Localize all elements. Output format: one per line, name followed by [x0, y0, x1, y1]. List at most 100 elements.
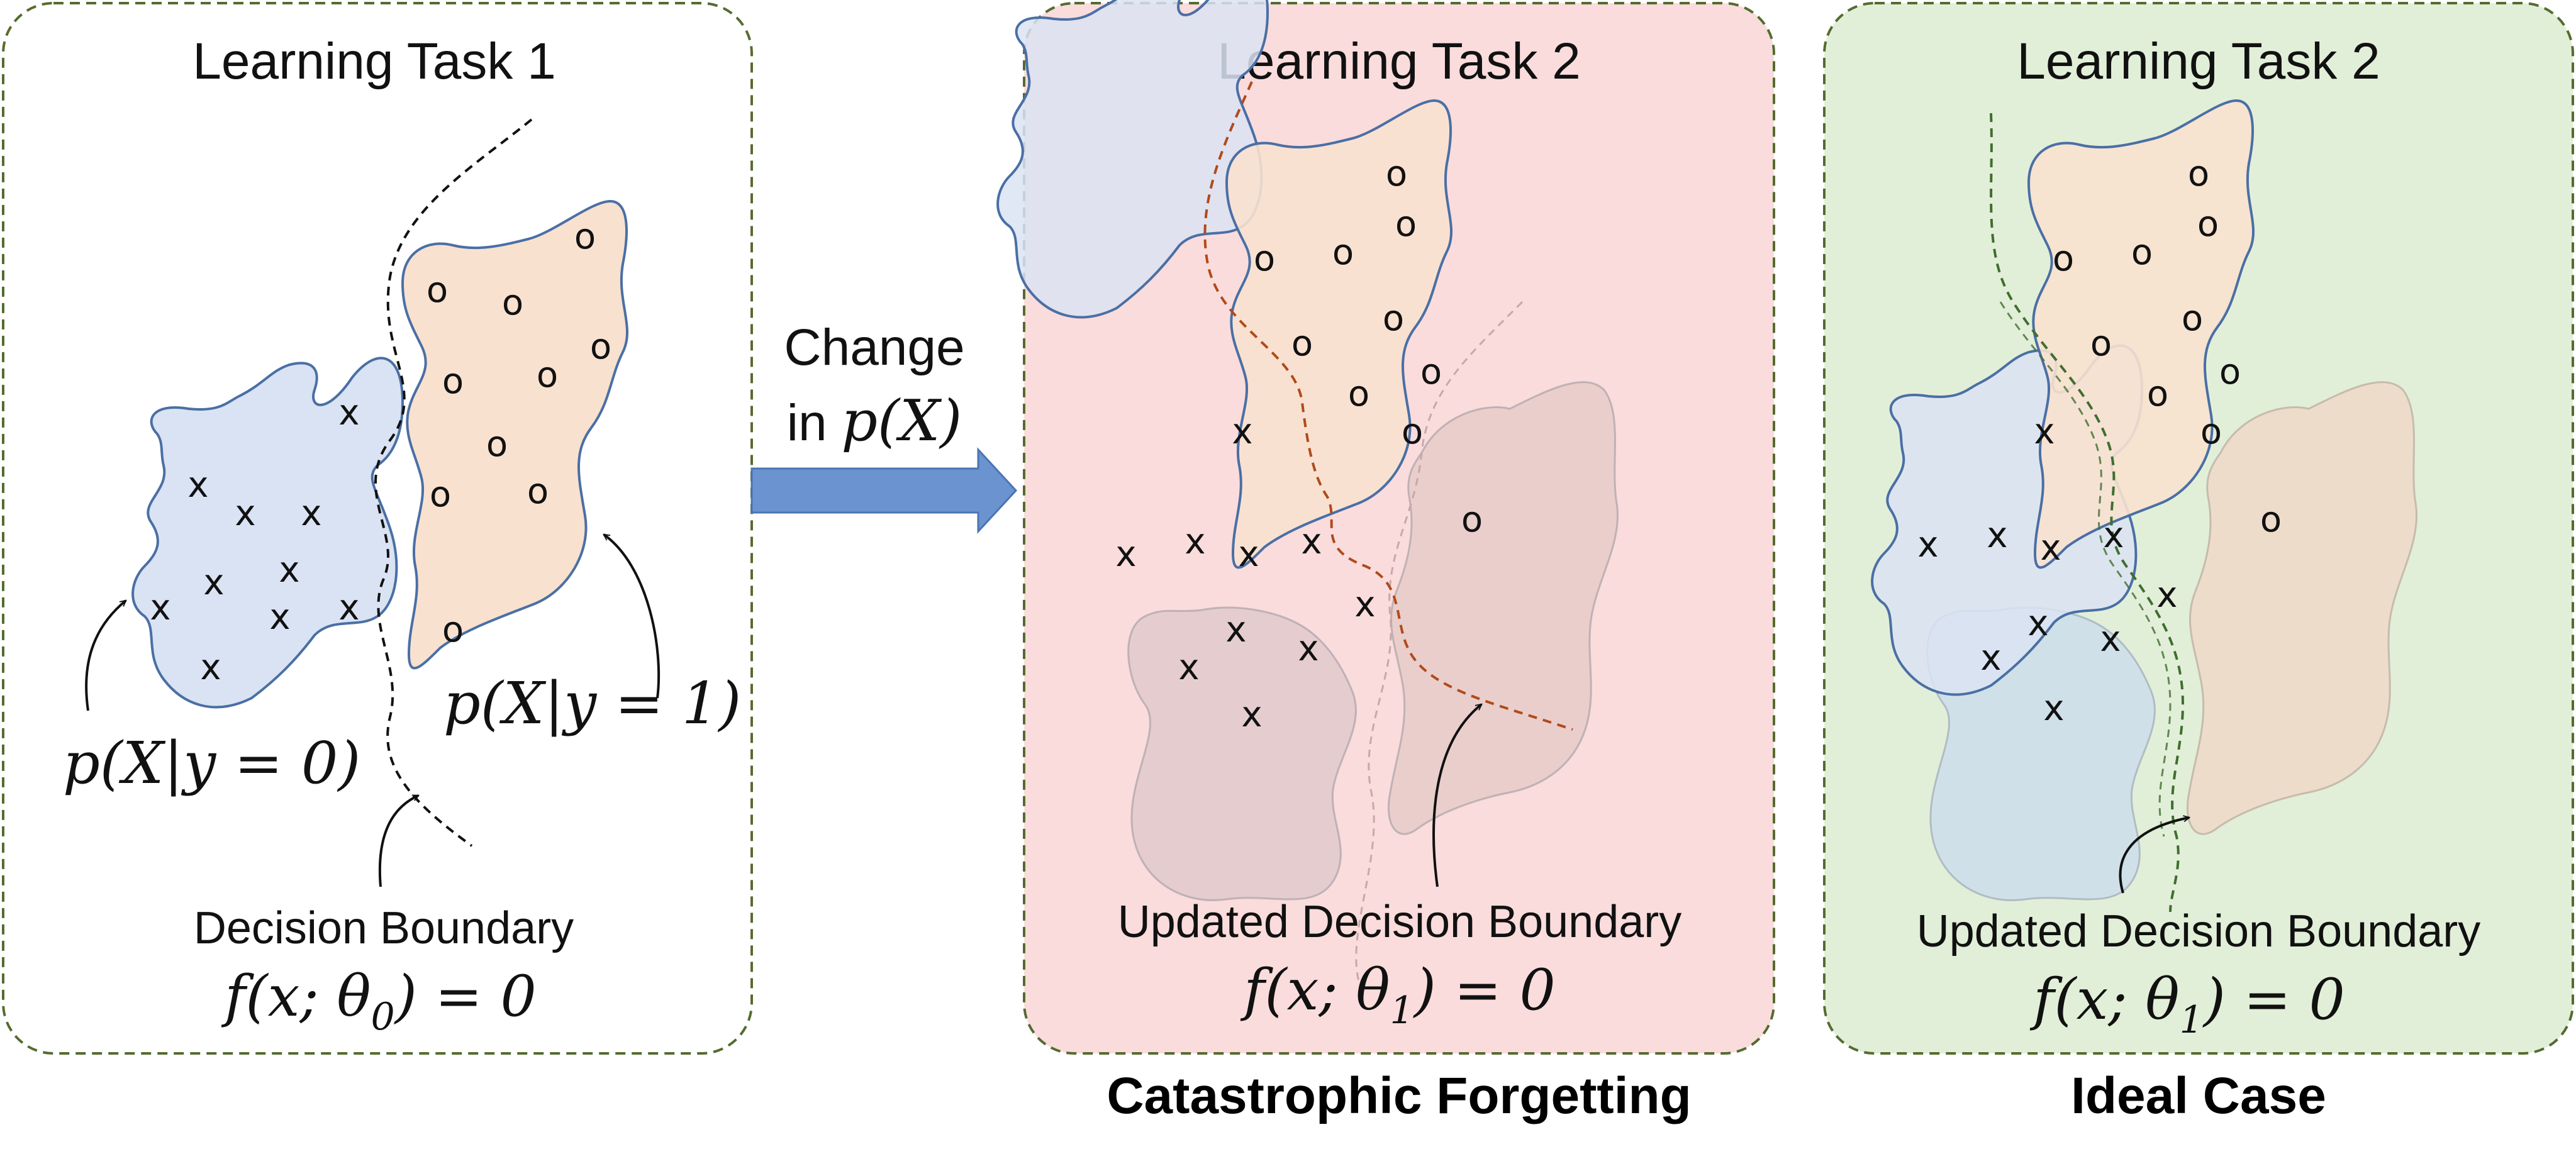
- o-marker: o: [574, 216, 596, 257]
- panel-task-2-forgetting: Learning Task 2 x x x x x x x x x x o o …: [996, 0, 1775, 1124]
- panel-task-1: Learning Task 1 x x x x x x x x x x o o …: [2, 2, 753, 1055]
- updated-decision-boundary-inner: [1999, 301, 2172, 837]
- o-marker: o: [2197, 204, 2219, 245]
- class-0-pointer-arrow: [85, 601, 126, 711]
- panel-2-title: Learning Task 2: [1217, 33, 1580, 90]
- x-marker: x: [338, 587, 359, 628]
- o-marker: o: [1386, 153, 1407, 194]
- o-marker: o: [2200, 411, 2222, 452]
- decision-boundary-line: [374, 118, 533, 847]
- x-marker: x: [1232, 411, 1252, 452]
- o-marker: o: [2090, 323, 2112, 364]
- boundary-pointer-arrow: [2119, 818, 2189, 894]
- updated-decision-boundary: [1203, 81, 1573, 731]
- old-decision-boundary: [1355, 301, 1524, 982]
- equation-prefix: f(x; θ: [221, 963, 371, 1029]
- x-marker: x: [203, 562, 224, 603]
- class-1-label: p(X|y = 1): [443, 670, 741, 737]
- x-marker: x: [2156, 575, 2177, 616]
- change-label: Change: [784, 319, 964, 376]
- o-marker: o: [2147, 374, 2168, 414]
- o-marker: o: [1383, 298, 1404, 339]
- o-marker: o: [1348, 374, 1369, 414]
- class-1-markers: o o o o o o o o o o: [427, 216, 611, 650]
- change-sublabel-prefix: in: [787, 394, 842, 452]
- x-marker: x: [1178, 647, 1199, 688]
- x-marker: x: [150, 587, 170, 628]
- x-marker: x: [2040, 528, 2061, 569]
- panel-task-2-ideal: Learning Task 2 x x x x x x x x x x o o …: [1823, 2, 2574, 1124]
- class-1-pointer-arrow: [604, 533, 661, 699]
- x-marker: x: [1238, 534, 1259, 575]
- class-0-label: p(X|y = 0): [63, 730, 360, 797]
- o-marker: o: [1395, 204, 1417, 245]
- caption-catastrophic-forgetting: Catastrophic Forgetting: [1107, 1067, 1691, 1124]
- x-marker: x: [1987, 515, 2007, 556]
- x-marker: x: [338, 392, 359, 433]
- equation-prefix: f(x; θ: [2029, 967, 2179, 1033]
- boundary-pointer-arrow: [378, 794, 418, 887]
- x-marker: x: [235, 493, 255, 534]
- new-class-0-markers: x x x x x x x x x x: [1115, 411, 1375, 735]
- x-marker: x: [2043, 688, 2064, 729]
- o-marker: o: [1332, 232, 1354, 273]
- o-marker: o: [2188, 153, 2209, 194]
- o-marker: o: [1291, 323, 1313, 364]
- equation-suffix: ) = 0: [1413, 957, 1556, 1023]
- x-marker: x: [2100, 619, 2121, 660]
- new-class-1-markers: o o o o o o o o o o: [1254, 153, 1483, 540]
- updated-boundary-equation: f(x; θ1) = 0: [1240, 957, 1555, 1033]
- equation-subscript: 0: [371, 995, 395, 1039]
- o-marker: o: [502, 282, 523, 323]
- panel-1-title: Learning Task 1: [192, 33, 555, 90]
- change-arrow: [750, 447, 1018, 534]
- o-marker: o: [590, 326, 611, 367]
- x-marker: x: [1980, 638, 2001, 679]
- o-marker: o: [2219, 352, 2241, 392]
- o-marker: o: [2131, 232, 2153, 273]
- o-marker: o: [1461, 499, 1483, 540]
- x-marker: x: [1185, 521, 1205, 562]
- o-marker: o: [1420, 352, 1442, 392]
- o-marker: o: [427, 270, 448, 311]
- updated-boundary-label: Updated Decision Boundary: [1917, 906, 2481, 957]
- x-marker: x: [200, 647, 221, 688]
- o-marker: o: [430, 474, 451, 515]
- x-marker: x: [1115, 534, 1136, 575]
- o-marker: o: [2182, 298, 2203, 339]
- updated-boundary-equation: f(x; θ1) = 0: [2029, 967, 2345, 1042]
- x-marker: x: [279, 550, 299, 591]
- o-marker: o: [527, 471, 549, 512]
- x-marker: x: [2034, 411, 2055, 452]
- boundary-equation: f(x; θ0) = 0: [221, 963, 536, 1039]
- panel-3-title: Learning Task 2: [2017, 33, 2380, 90]
- x-marker: x: [301, 493, 321, 534]
- x-marker: x: [1241, 694, 1262, 735]
- x-marker: x: [1917, 524, 1938, 565]
- x-marker: x: [2027, 603, 2048, 644]
- x-marker: x: [1225, 609, 1246, 650]
- equation-subscript: 1: [2180, 998, 2204, 1042]
- o-marker: o: [442, 609, 464, 650]
- o-marker: o: [442, 361, 464, 402]
- equation-prefix: f(x; θ: [1240, 957, 1390, 1023]
- class-0-markers: x x x x x x x x x x: [150, 392, 359, 688]
- new-class-0-markers: x x x x x x x x x x: [1917, 411, 2177, 729]
- equation-subscript: 1: [1390, 989, 1414, 1033]
- equation-suffix: ) = 0: [2202, 967, 2345, 1033]
- x-marker: x: [187, 465, 208, 506]
- change-sublabel: in p(X): [787, 388, 962, 454]
- o-marker: o: [2260, 499, 2282, 540]
- o-marker: o: [2053, 238, 2074, 279]
- equation-suffix: ) = 0: [394, 963, 537, 1029]
- x-marker: x: [2103, 515, 2124, 556]
- o-marker: o: [1254, 238, 1275, 279]
- old-class-0-distribution: [1127, 606, 1358, 902]
- boundary-label: Decision Boundary: [194, 903, 574, 953]
- new-class-1-markers: o o o o o o o o o o: [2053, 153, 2282, 540]
- o-marker: o: [486, 424, 508, 465]
- x-marker: x: [1298, 628, 1319, 669]
- change-arrow-group: Change in p(X): [750, 319, 1018, 534]
- x-marker: x: [1301, 521, 1322, 562]
